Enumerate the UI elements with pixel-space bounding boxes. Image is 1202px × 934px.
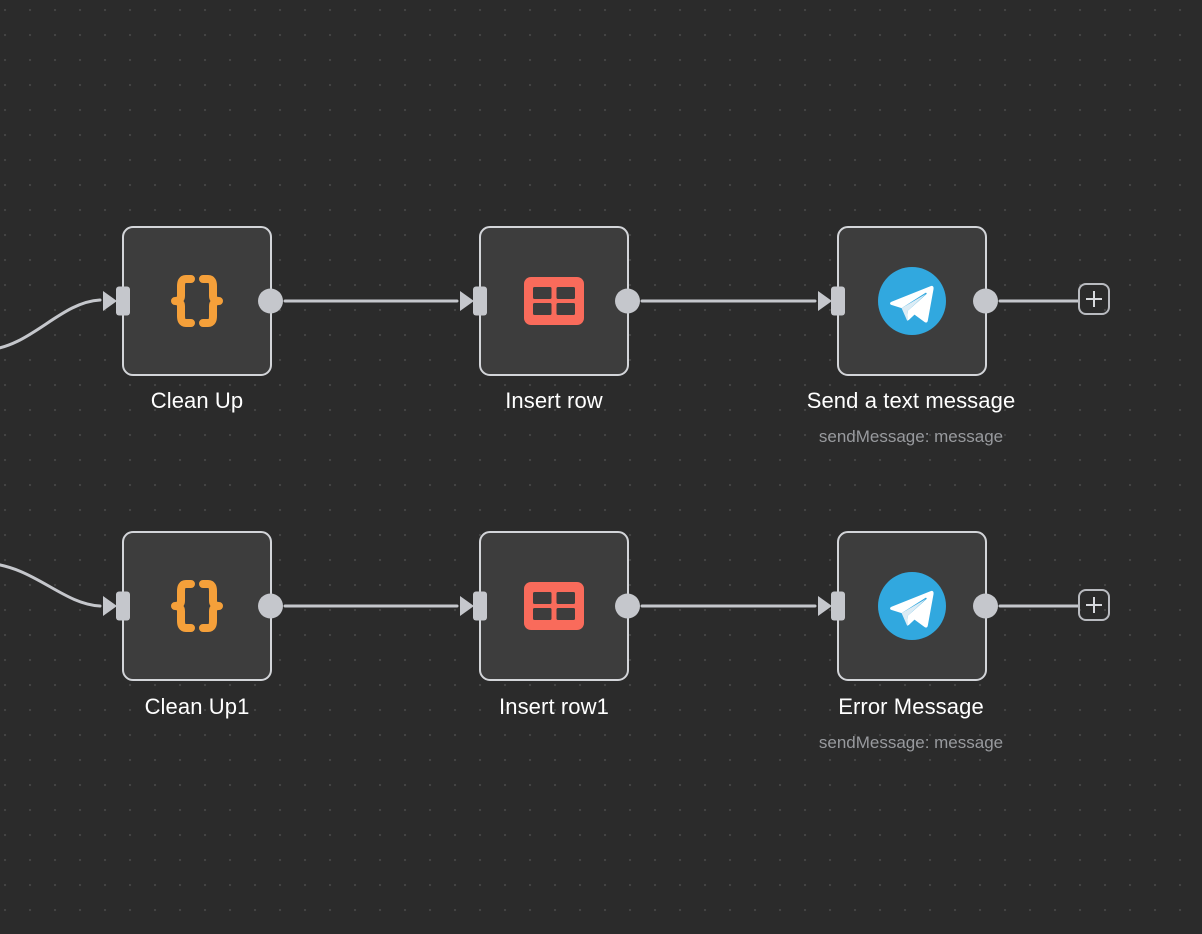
input-port[interactable] bbox=[831, 286, 845, 316]
node-label-insert-row-1: Insert row1 bbox=[499, 694, 609, 719]
curly-braces-icon bbox=[159, 568, 235, 644]
wire-incoming-row-2 bbox=[0, 563, 102, 608]
output-port[interactable] bbox=[973, 593, 998, 619]
node-insert-row-1[interactable] bbox=[460, 531, 640, 681]
node-sublabel-error-message: sendMessage: message bbox=[818, 733, 1004, 752]
telegram-icon bbox=[874, 568, 950, 644]
add-node-button-row-1[interactable] bbox=[1078, 283, 1110, 315]
input-arrow-icon bbox=[460, 291, 474, 311]
node-send-a-text-message[interactable] bbox=[818, 226, 998, 376]
input-port[interactable] bbox=[831, 591, 845, 621]
input-arrow-icon bbox=[103, 596, 117, 616]
telegram-icon bbox=[874, 263, 950, 339]
node-label-insert-row: Insert row bbox=[505, 388, 603, 413]
node-insert-row[interactable] bbox=[460, 226, 640, 376]
output-port[interactable] bbox=[615, 593, 640, 619]
output-port[interactable] bbox=[615, 288, 640, 314]
input-port[interactable] bbox=[473, 286, 487, 316]
output-port[interactable] bbox=[973, 288, 998, 314]
input-port[interactable] bbox=[473, 591, 487, 621]
wire-incoming-row-1 bbox=[0, 298, 102, 350]
node-label-send-a-text-message: Send a text message bbox=[806, 388, 1016, 413]
curly-braces-icon bbox=[159, 263, 235, 339]
node-sublabel-send-a-text-message: sendMessage: message bbox=[818, 427, 1004, 446]
node-label-error-message: Error Message bbox=[838, 694, 984, 719]
output-port[interactable] bbox=[258, 288, 283, 314]
node-error-message[interactable] bbox=[818, 531, 998, 681]
airtable-table-icon bbox=[516, 263, 592, 339]
node-clean-up-1[interactable] bbox=[103, 531, 283, 681]
node-label-clean-up-1: Clean Up1 bbox=[144, 694, 250, 719]
add-node-button-row-2[interactable] bbox=[1078, 589, 1110, 621]
plus-icon-vertical bbox=[1093, 291, 1095, 307]
input-port[interactable] bbox=[116, 591, 130, 621]
node-label-clean-up: Clean Up bbox=[150, 388, 244, 413]
plus-icon-vertical bbox=[1093, 597, 1095, 613]
airtable-table-icon bbox=[516, 568, 592, 644]
input-arrow-icon bbox=[818, 291, 832, 311]
input-arrow-icon bbox=[818, 596, 832, 616]
output-port[interactable] bbox=[258, 593, 283, 619]
input-arrow-icon bbox=[103, 291, 117, 311]
input-port[interactable] bbox=[116, 286, 130, 316]
node-clean-up[interactable] bbox=[103, 226, 283, 376]
input-arrow-icon bbox=[460, 596, 474, 616]
